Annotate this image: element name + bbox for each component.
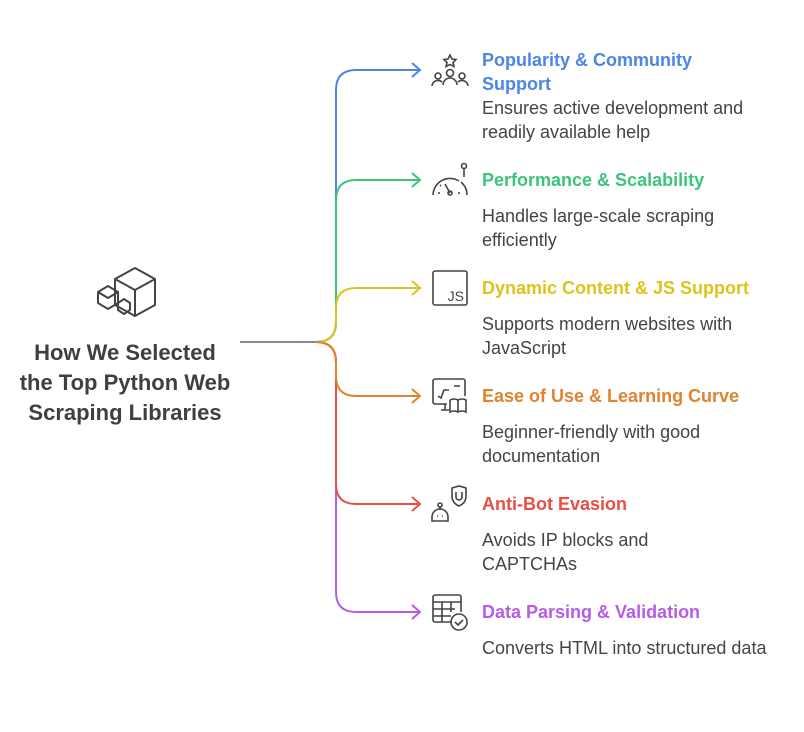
criterion-title: Popularity & Community Support	[482, 50, 693, 94]
cubes-icon	[97, 267, 156, 317]
criterion-data-parsing: Data Parsing & Validation Converts HTML …	[482, 600, 782, 660]
learning-book-icon	[432, 378, 467, 414]
criterion-dynamic-content: Dynamic Content & JS Support Supports mo…	[482, 276, 782, 360]
arrowhead	[411, 62, 422, 78]
speedometer-icon	[432, 162, 468, 196]
arrowhead	[411, 172, 422, 188]
branch-connector	[315, 179, 420, 343]
criterion-description: Supports modern websites with JavaScript	[482, 314, 733, 358]
diagram-title: How We Selected the Top Python Web Scrap…	[19, 340, 231, 425]
criterion-performance: Performance & Scalability Handles large-…	[482, 168, 782, 252]
arrowhead	[411, 604, 422, 620]
branch-connector	[315, 69, 420, 343]
table-check-icon	[432, 594, 468, 631]
criterion-description: Converts HTML into structured data	[482, 638, 767, 658]
criterion-title: Ease of Use & Learning Curve	[482, 386, 740, 406]
bot-shield-icon	[431, 485, 467, 522]
criterion-title: Performance & Scalability	[482, 170, 705, 190]
js-icon: JS	[432, 270, 468, 306]
criterion-title: Anti-Bot Evasion	[482, 494, 628, 514]
criterion-anti-bot: Anti-Bot Evasion Avoids IP blocks and CA…	[482, 492, 782, 576]
svg-text:JS: JS	[448, 288, 464, 304]
branch-connector	[315, 287, 420, 343]
criterion-ease-of-use: Ease of Use & Learning Curve Beginner-fr…	[482, 384, 782, 468]
arrowhead	[411, 388, 422, 404]
branch-connector	[315, 341, 420, 397]
arrowhead	[411, 496, 422, 512]
branch-connector	[315, 341, 420, 613]
criterion-popularity: Popularity & Community Support Ensures a…	[482, 48, 782, 144]
criterion-description: Beginner-friendly with good documentatio…	[482, 422, 701, 466]
criterion-description: Ensures active development and readily a…	[482, 98, 744, 142]
criterion-description: Handles large-scale scraping efficiently	[482, 206, 715, 250]
arrowhead	[411, 280, 422, 296]
branch-connector	[315, 341, 420, 505]
community-star-icon	[431, 53, 469, 87]
criterion-title: Dynamic Content & JS Support	[482, 278, 750, 298]
criterion-title: Data Parsing & Validation	[482, 602, 701, 622]
criterion-description: Avoids IP blocks and CAPTCHAs	[482, 530, 649, 574]
